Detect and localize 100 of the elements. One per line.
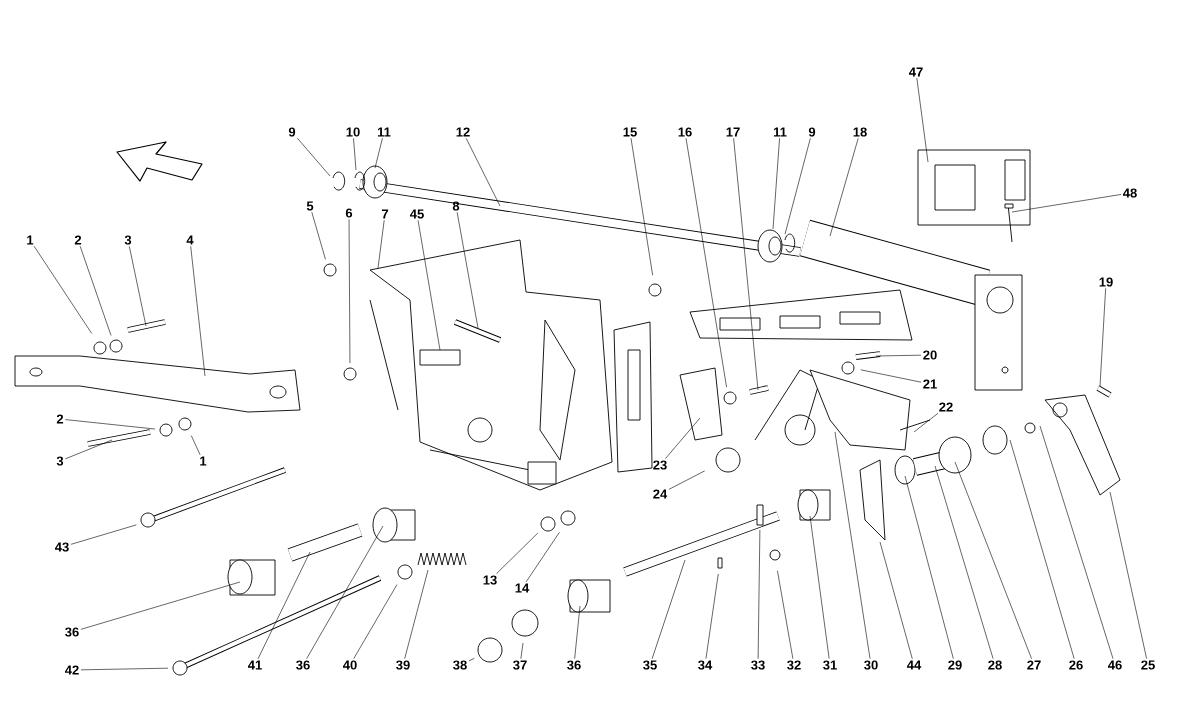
leader-line <box>306 525 384 659</box>
callout-number: 16 <box>678 127 692 137</box>
callout-number: 14 <box>515 583 530 593</box>
callout-number: 30 <box>864 660 878 670</box>
callout-number: 7 <box>381 209 389 219</box>
callout-number: 34 <box>698 660 713 670</box>
callout-number: 44 <box>907 660 922 670</box>
callout-number: 8 <box>452 201 460 211</box>
leader-line <box>353 138 357 171</box>
leader-line <box>297 137 331 177</box>
leader-line <box>809 515 830 659</box>
leader-line <box>784 138 811 235</box>
leader-line <box>65 439 113 460</box>
callout-number: 22 <box>939 402 953 412</box>
callout-number: 1 <box>200 456 207 466</box>
callout-number: 37 <box>513 660 527 670</box>
leader-line <box>772 137 780 230</box>
leader-line <box>456 212 479 329</box>
leader-line <box>353 584 398 659</box>
callout-number: 23 <box>653 460 667 470</box>
leader-line <box>879 541 913 660</box>
leader-line <box>630 137 653 276</box>
callout-number: 36 <box>567 660 581 670</box>
leader-line <box>374 137 383 169</box>
callout-number: 29 <box>948 660 962 670</box>
callout-number: 28 <box>988 660 1002 670</box>
leader-line <box>705 573 719 659</box>
callout-number: 40 <box>343 660 357 670</box>
leader-line <box>777 570 794 659</box>
callout-number: 38 <box>453 660 467 670</box>
callout-number: 25 <box>1141 660 1155 670</box>
callout-number: 26 <box>1069 660 1083 670</box>
callout-number: 15 <box>623 127 637 137</box>
callout-number: 11 <box>377 127 391 137</box>
callout-number: 3 <box>124 235 132 245</box>
leader-line <box>465 137 501 207</box>
callout-number: 46 <box>1108 660 1122 670</box>
leader-line <box>348 219 351 364</box>
callout-number: 21 <box>923 379 937 389</box>
callout-number: 31 <box>823 660 837 670</box>
leader-line <box>733 137 759 391</box>
callout-number: 9 <box>288 127 296 137</box>
leader-line <box>404 569 429 659</box>
leader-line <box>860 369 922 383</box>
leader-line <box>80 667 169 671</box>
leader-line <box>525 532 560 583</box>
leader-line <box>1099 288 1106 387</box>
callout-number: 41 <box>248 660 262 670</box>
leader-line <box>651 559 686 659</box>
leader-line <box>377 219 385 269</box>
leader-line <box>574 605 581 659</box>
leader-line <box>468 658 475 662</box>
leader-line <box>757 529 761 659</box>
callout-number: 9 <box>808 127 816 137</box>
leader-line <box>1109 491 1147 659</box>
callout-number: 27 <box>1027 660 1041 670</box>
callout-number: 1 <box>27 235 34 245</box>
leader-line <box>520 642 524 659</box>
callout-number: 43 <box>55 542 69 552</box>
callout-number: 36 <box>296 660 310 670</box>
leader-line <box>875 354 922 357</box>
leader-line <box>65 419 156 430</box>
leader-line <box>129 246 147 327</box>
callout-number: 18 <box>853 127 867 137</box>
callout-number: 35 <box>643 660 657 670</box>
leader-line <box>70 524 137 545</box>
leader-line <box>834 431 871 659</box>
leader-line <box>80 581 241 630</box>
leader-line <box>311 211 326 260</box>
callout-number: 6 <box>345 208 353 218</box>
leader-line <box>954 461 1032 660</box>
leader-line <box>496 532 539 574</box>
leader-line <box>1011 194 1122 213</box>
leader-line <box>916 77 929 163</box>
leader-line <box>1039 425 1114 659</box>
callout-number: 4 <box>186 235 194 245</box>
leader-line <box>190 245 206 377</box>
callout-number: 5 <box>306 201 314 211</box>
leader-line <box>904 475 954 659</box>
callout-number: 3 <box>56 456 64 466</box>
leader-line <box>1009 439 1075 659</box>
leader-line <box>668 470 705 490</box>
callout-number: 24 <box>653 489 668 499</box>
callout-number: 33 <box>751 660 765 670</box>
callout-number: 39 <box>396 660 410 670</box>
callout-number: 19 <box>1099 277 1113 287</box>
callout-number: 45 <box>410 209 424 219</box>
callout-number: 11 <box>773 127 787 137</box>
callout-number: 2 <box>74 235 82 245</box>
leader-line <box>665 417 701 459</box>
leader-line <box>913 412 939 433</box>
callout-number: 42 <box>65 665 79 675</box>
leader-line <box>829 138 859 237</box>
callout-number: 32 <box>787 660 801 670</box>
leader-line <box>33 245 93 334</box>
callout-number: 17 <box>726 127 740 137</box>
callout-number: 13 <box>483 575 497 585</box>
callout-number: 20 <box>923 350 937 360</box>
callout-number: 47 <box>909 67 923 77</box>
callout-number: 36 <box>65 627 79 637</box>
